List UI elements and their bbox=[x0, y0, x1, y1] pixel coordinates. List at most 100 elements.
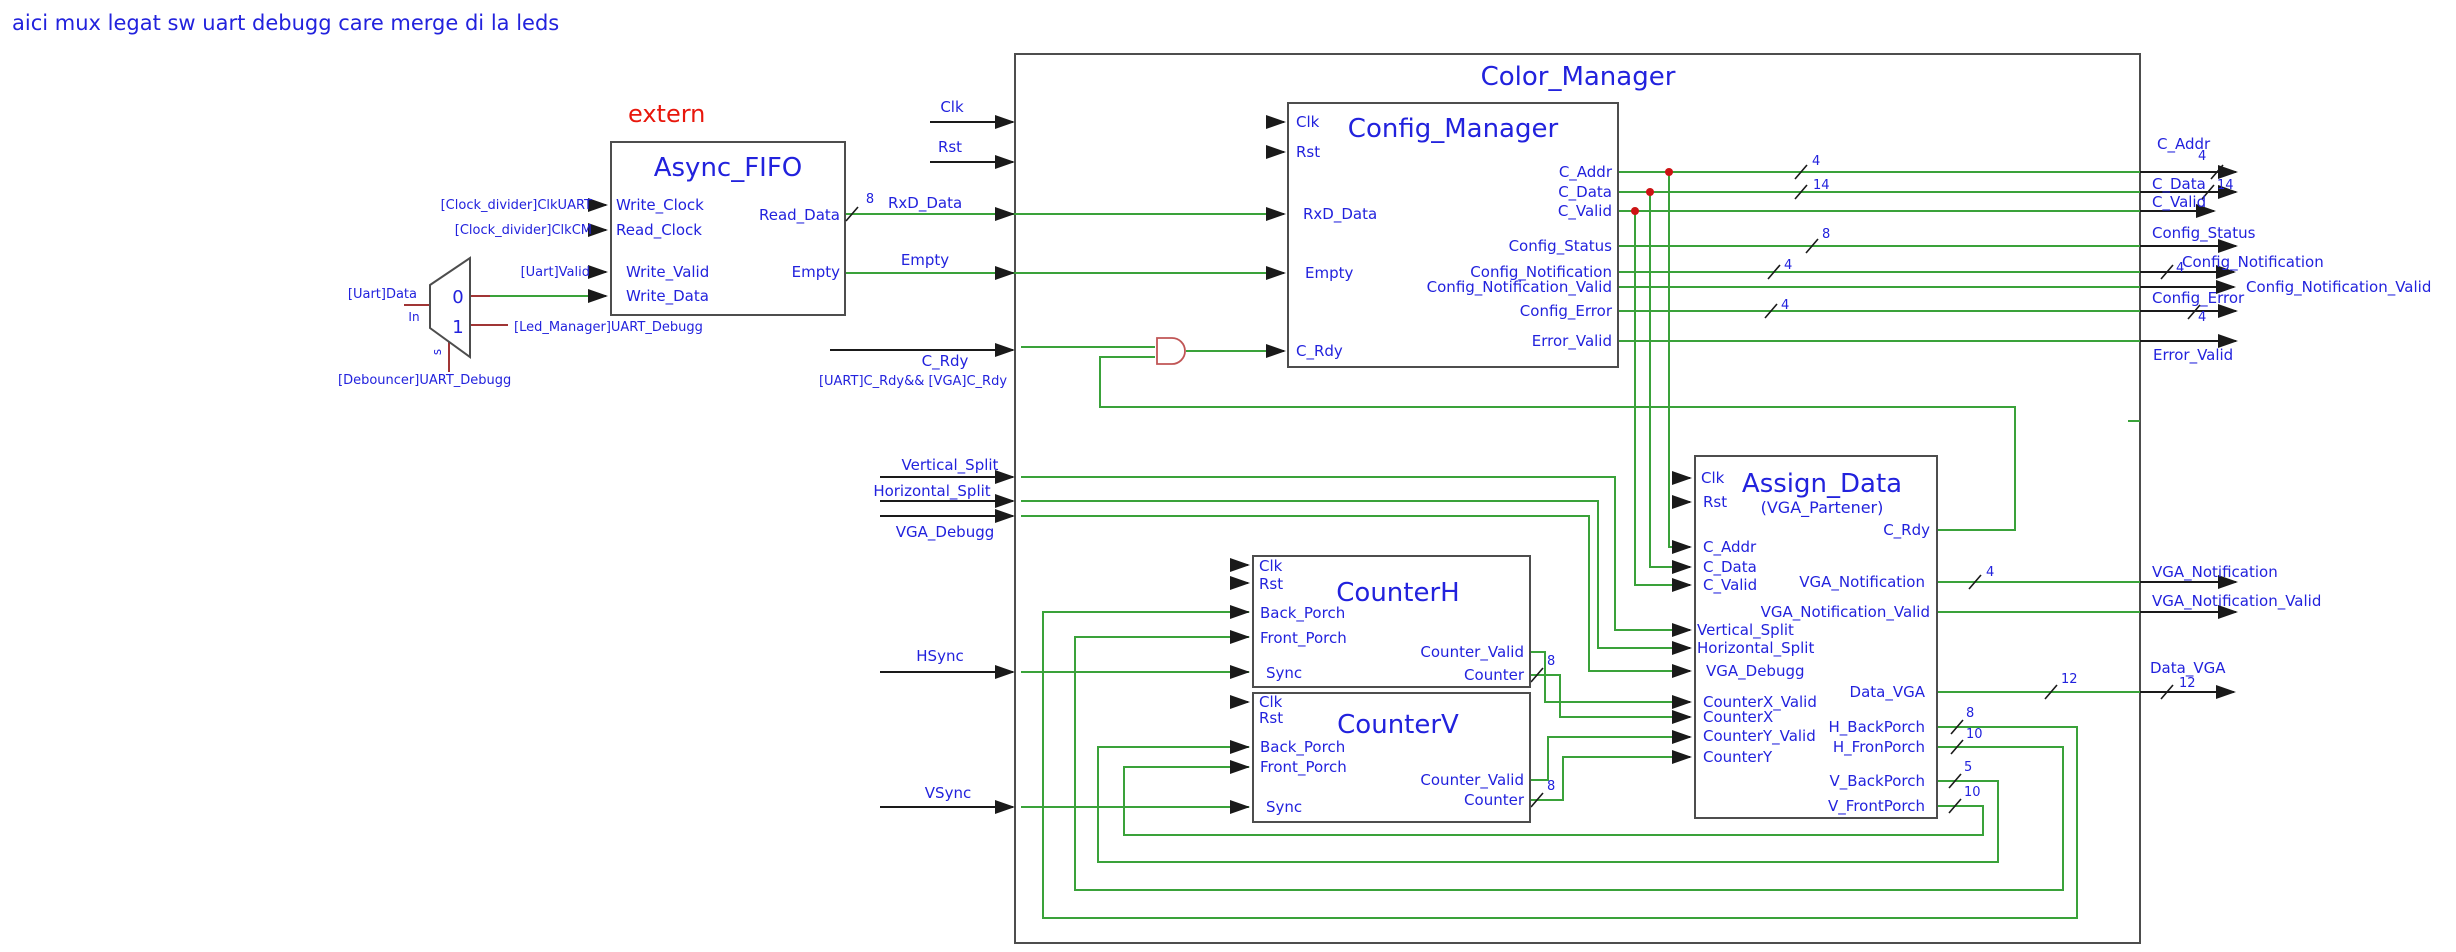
color-manager-boundary[interactable] bbox=[1014, 53, 2141, 944]
config-manager-title: Config_Manager bbox=[1348, 114, 1559, 144]
counter-h-title: CounterH bbox=[1336, 578, 1459, 608]
ch-port-counter-valid: Counter_Valid bbox=[1420, 643, 1524, 662]
out-cvalid: C_Valid bbox=[2152, 193, 2206, 212]
out-notifv: Config_Notification_Valid bbox=[2246, 278, 2431, 297]
wire-cvalid-tap bbox=[1634, 211, 1688, 586]
mux: 0 1 In s [Uart]Data [Led_Manager]UART_De… bbox=[338, 256, 703, 388]
junction-caddr bbox=[1665, 168, 1673, 176]
bus-widths-internal: 4 14 8 4 4 4 12 8 10 5 10 8 8 bbox=[1530, 154, 2078, 814]
mux-opt1-source-label: [Led_Manager]UART_Debugg bbox=[514, 320, 703, 335]
ch-port-clk: Clk bbox=[1259, 557, 1283, 575]
cfg-port-errv: Error_Valid bbox=[1532, 332, 1612, 351]
ad-port-hfront: H_FronPorch bbox=[1833, 738, 1925, 757]
out-errv: Error_Valid bbox=[2153, 346, 2233, 365]
cfg-port-notif: Config_Notification bbox=[1470, 263, 1612, 282]
and-gate-shape[interactable] bbox=[1156, 337, 1186, 365]
w-vnotif: 4 bbox=[1986, 565, 1994, 580]
cv-port-back: Back_Porch bbox=[1260, 738, 1345, 757]
w-hfront: 10 bbox=[1966, 727, 1983, 742]
ad-port-cx: CounterX bbox=[1703, 708, 1773, 726]
w-status: 8 bbox=[1822, 227, 1830, 242]
ch-port-back: Back_Porch bbox=[1260, 604, 1345, 623]
w-counterv: 8 bbox=[1547, 779, 1555, 794]
out-dvga-w: 12 bbox=[2179, 676, 2196, 691]
out-caddr-w: 4 bbox=[2198, 149, 2206, 164]
ad-port-cvalid: C_Valid bbox=[1703, 576, 1757, 595]
sig-clk: Clk bbox=[940, 98, 964, 116]
cv-port-front: Front_Porch bbox=[1260, 758, 1347, 777]
w-caddr: 4 bbox=[1812, 154, 1820, 169]
cv-port-sync: Sync bbox=[1266, 798, 1302, 816]
sig-vertical-split: Vertical_Split bbox=[902, 456, 999, 475]
w-counterh: 8 bbox=[1547, 654, 1555, 669]
out-cdata: C_Data bbox=[2152, 175, 2206, 194]
counter-h-box[interactable] bbox=[1252, 555, 1531, 688]
mux-in-label: In bbox=[408, 310, 419, 324]
wire-crdy-feedback bbox=[1099, 356, 2016, 531]
ad-port-vback: V_BackPorch bbox=[1830, 772, 1925, 791]
wire-v-frontporch bbox=[1123, 766, 1984, 836]
ch-port-sync: Sync bbox=[1266, 664, 1302, 682]
mux-sel-source-label: [Debouncer]UART_Debugg bbox=[338, 373, 511, 388]
w-vfront: 10 bbox=[1964, 785, 1981, 800]
ad-port-dvga: Data_VGA bbox=[1850, 683, 1926, 702]
cv-port-clk: Clk bbox=[1259, 693, 1283, 711]
ad-port-vnotifv: VGA_Notification_Valid bbox=[1761, 603, 1930, 622]
sig-horizontal-split: Horizontal_Split bbox=[873, 482, 990, 501]
counter-v-box[interactable] bbox=[1252, 692, 1531, 823]
boundary-outputs: C_Addr 4 C_Data 14 C_Valid Config_Status… bbox=[2150, 135, 2431, 700]
sig-rxd-data: RxD_Data bbox=[888, 194, 962, 213]
assign-data-title: Assign_Data bbox=[1742, 469, 1902, 499]
assign-data-box[interactable] bbox=[1694, 455, 1938, 819]
ad-port-caddr: C_Addr bbox=[1703, 538, 1757, 557]
port-write-valid: Write_Valid bbox=[626, 263, 709, 282]
wire-h-backporch bbox=[1042, 611, 2078, 919]
sig-rxd-width: 8 bbox=[866, 192, 874, 207]
out-status: Config_Status bbox=[2152, 224, 2256, 243]
assign-data-subtitle: (VGA_Partener) bbox=[1761, 498, 1884, 518]
w-cerr: 4 bbox=[1781, 298, 1789, 313]
ad-port-clk: Clk bbox=[1701, 469, 1725, 487]
out-notif: Config_Notification bbox=[2182, 253, 2324, 272]
mux-shape[interactable] bbox=[429, 256, 471, 359]
port-write-clock: Write_Clock bbox=[616, 196, 704, 215]
cfg-port-crdy: C_Rdy bbox=[1296, 342, 1343, 361]
cfg-port-cdata: C_Data bbox=[1558, 183, 1612, 202]
extern-label: extern bbox=[628, 100, 705, 128]
ad-port-hback: H_BackPorch bbox=[1829, 718, 1925, 737]
ad-port-crdy: C_Rdy bbox=[1883, 521, 1930, 540]
ad-port-cy: CounterY bbox=[1703, 748, 1773, 766]
w-hback: 8 bbox=[1966, 706, 1974, 721]
ad-port-cxv: CounterX_Valid bbox=[1703, 693, 1817, 712]
color-manager-title: Color_Manager bbox=[1481, 62, 1676, 92]
out-cdata-w: 14 bbox=[2217, 178, 2234, 193]
config-manager-box[interactable] bbox=[1287, 102, 1619, 368]
out-caddr: C_Addr bbox=[2157, 135, 2211, 154]
mux-opt0: 0 bbox=[452, 287, 463, 308]
assign-data-block: Assign_Data (VGA_Partener) Clk Rst C_Add… bbox=[1694, 455, 1938, 819]
ad-port-vfront: V_FrontPorch bbox=[1828, 797, 1925, 816]
ch-port-front: Front_Porch bbox=[1260, 629, 1347, 648]
async-fifo-title: Async_FIFO bbox=[654, 153, 803, 183]
page-title: aici mux legat sw uart debugg care merge… bbox=[12, 11, 559, 35]
wire-h-fronporch bbox=[1074, 636, 2064, 891]
ad-port-cyv: CounterY_Valid bbox=[1703, 727, 1816, 746]
junction-cdata bbox=[1646, 188, 1654, 196]
boundary-inputs: Clk Rst 8 RxD_Data Empty C_Rdy [UART]C_R… bbox=[819, 98, 1007, 802]
wire-counterh-valid bbox=[1530, 651, 1688, 703]
wire-vga-debugg bbox=[1021, 515, 1688, 672]
wires-black bbox=[830, 115, 2238, 814]
cfg-port-rxd: RxD_Data bbox=[1303, 205, 1377, 224]
mux-opt1: 1 bbox=[452, 317, 463, 338]
port-arrows bbox=[588, 115, 1692, 814]
cfg-port-status: Config_Status bbox=[1509, 237, 1613, 256]
cfg-port-cvalid: C_Valid bbox=[1558, 202, 1612, 221]
counter-v-block: CounterV Clk Rst Back_Porch Front_Porch … bbox=[1252, 692, 1531, 823]
counter-h-block: CounterH Clk Rst Back_Porch Front_Porch … bbox=[1252, 555, 1531, 688]
and-gate bbox=[1156, 337, 1186, 365]
port-write-data: Write_Data bbox=[626, 287, 709, 306]
cfg-port-cerr: Config_Error bbox=[1520, 302, 1613, 321]
async-fifo-box[interactable] bbox=[610, 141, 846, 316]
out-cerr: Config_Error bbox=[2152, 289, 2245, 308]
